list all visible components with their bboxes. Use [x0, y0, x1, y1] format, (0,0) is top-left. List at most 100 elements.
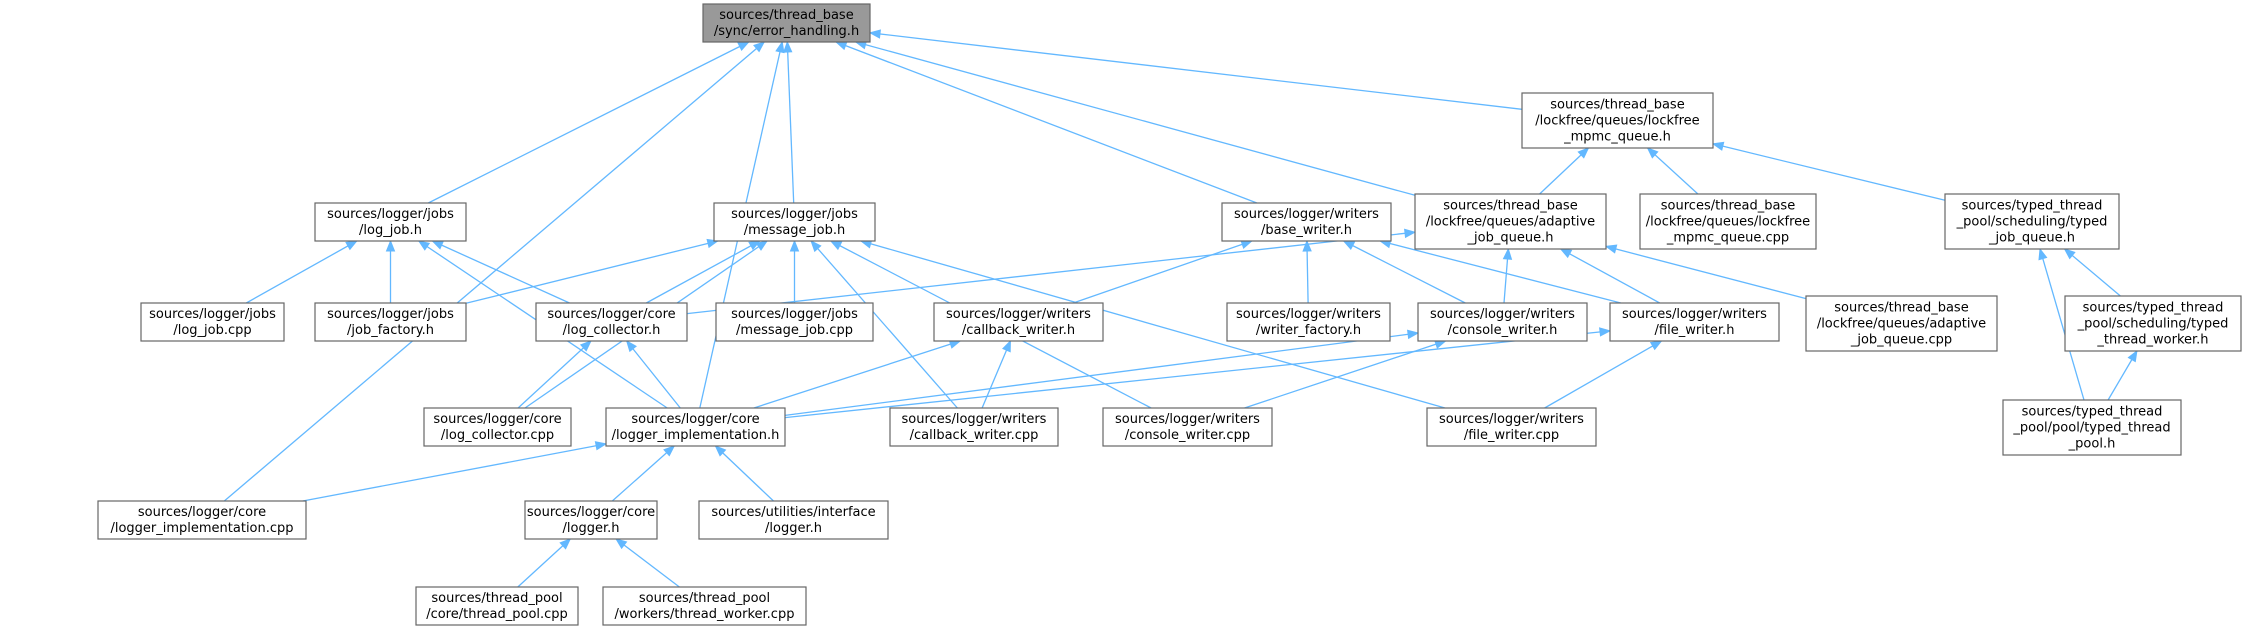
- nodes: sources/thread_base/sync/error_handling.…: [97, 3, 2242, 626]
- edge-file_writer_cpp-to-file_writer_h: [1544, 340, 1663, 409]
- edge-console_writer_h-to-base_writer_h: [1342, 240, 1466, 304]
- edge-logger_h-to-logger_impl_h: [611, 445, 676, 502]
- edge-line: [715, 445, 774, 502]
- edge-callback_writer_cpp-to-message_job_h: [810, 239, 958, 409]
- node-box: [1226, 302, 1391, 342]
- arrowhead: [789, 239, 800, 252]
- node-interface-logger-h[interactable]: sources/utilities/interface/logger.h: [698, 500, 889, 540]
- node-label-line: /job_factory.h: [347, 323, 434, 338]
- edge-logger_impl_cpp-to-error_handling: [223, 41, 766, 502]
- edge-log_collector_h-to-log_job_h: [431, 240, 570, 304]
- node-writer-factory-h[interactable]: sources/logger/writers/writer_factory.h: [1226, 302, 1391, 342]
- node-label-line: sources/thread_base: [1834, 301, 1968, 316]
- node-log-job-h[interactable]: sources/logger/jobs/log_job.h: [314, 202, 467, 242]
- edge-message_job_h-to-error_handling: [782, 40, 795, 204]
- edge-console_writer_cpp-to-console_writer_h: [1244, 339, 1447, 409]
- node-label-line: /message_job.cpp: [736, 323, 853, 338]
- edge-writer_factory_h-to-base_writer_h: [1302, 239, 1312, 304]
- node-log-collector-h[interactable]: sources/logger/core/log_collector.h: [535, 302, 688, 342]
- node-thread-worker-cpp[interactable]: sources/thread_pool/workers/thread_worke…: [602, 586, 807, 626]
- node-mpmc-h[interactable]: sources/thread_base/lockfree/queues/lock…: [1521, 92, 1714, 149]
- node-console-writer-cpp[interactable]: sources/logger/writers/console_writer.cp…: [1102, 407, 1273, 447]
- node-label-line: sources/thread_base: [719, 8, 853, 23]
- edge-adaptive_cpp-to-adaptive_h: [1604, 244, 1807, 300]
- edge-line: [517, 340, 592, 409]
- node-box: [1102, 407, 1273, 447]
- node-job-factory-h[interactable]: sources/logger/jobs/job_factory.h: [314, 302, 467, 342]
- arrowhead: [775, 40, 785, 54]
- node-typed-pool-h[interactable]: sources/typed_thread_pool/pool/typed_thr…: [2002, 399, 2182, 456]
- edge-line: [1380, 240, 1621, 304]
- arrowhead: [594, 441, 608, 451]
- edge-thread_pool_cpp-to-logger_h: [517, 538, 572, 588]
- node-label-line: sources/logger/writers: [1236, 307, 1381, 322]
- edge-typed_pool_h-to-typed_job_queue_h: [2038, 247, 2085, 401]
- arrowhead: [1407, 329, 1420, 340]
- node-label-line: sources/logger/core: [433, 412, 561, 427]
- node-label-line: /file_writer.cpp: [1464, 428, 1559, 443]
- node-label-line: /lockfree/queues/lockfree: [1646, 215, 1810, 230]
- node-label-line: _pool.h: [2068, 437, 2116, 452]
- node-label-line: _job_queue.cpp: [1850, 333, 1952, 348]
- node-console-writer-h[interactable]: sources/logger/writers/console_writer.h: [1417, 302, 1588, 342]
- node-thread-pool-cpp[interactable]: sources/thread_pool/core/thread_pool.cpp: [415, 586, 579, 626]
- node-label-line: /sync/error_handling.h: [714, 24, 859, 39]
- node-logger-h[interactable]: sources/logger/core/logger.h: [524, 500, 658, 540]
- node-log-job-cpp[interactable]: sources/logger/jobs/log_job.cpp: [140, 302, 285, 342]
- node-label-line: /logger_implementation.h: [612, 428, 780, 443]
- edge-callback_writer_h-to-base_writer_h: [1072, 239, 1254, 304]
- node-logger-impl-cpp[interactable]: sources/logger/core/logger_implementatio…: [97, 500, 307, 540]
- node-label-line: _thread_worker.h: [2096, 333, 2208, 348]
- node-label-line: /log_job.h: [359, 223, 422, 238]
- node-box: [1221, 202, 1392, 242]
- node-callback-writer-h[interactable]: sources/logger/writers/callback_writer.h: [933, 302, 1104, 342]
- edge-logger_impl_h-to-console_writer_h: [784, 329, 1420, 417]
- node-label-line: /callback_writer.cpp: [910, 428, 1039, 443]
- arrowhead: [1240, 239, 1254, 249]
- edge-line: [1539, 147, 1589, 195]
- node-typed-worker-h[interactable]: sources/typed_thread_pool/scheduling/typ…: [2064, 295, 2242, 352]
- node-label-line: sources/logger/core: [138, 505, 266, 520]
- node-adaptive-h[interactable]: sources/thread_base/lockfree/queues/adap…: [1414, 193, 1607, 250]
- node-box: [415, 586, 579, 626]
- node-label-line: sources/logger/jobs: [327, 307, 454, 322]
- node-box: [715, 302, 874, 342]
- node-label-line: sources/logger/writers: [1430, 307, 1575, 322]
- node-label-line: _mpmc_queue.h: [1563, 130, 1671, 145]
- node-box: [1639, 193, 1817, 250]
- node-mpmc-cpp[interactable]: sources/thread_base/lockfree/queues/lock…: [1639, 193, 1817, 250]
- arrowhead: [1502, 247, 1513, 260]
- edge-line: [245, 240, 358, 304]
- edge-line: [1343, 240, 1466, 304]
- arrowhead: [615, 538, 628, 550]
- edge-line: [615, 538, 680, 588]
- edge-logger_impl_h-to-callback_writer_h: [753, 339, 962, 409]
- edge-line: [784, 330, 1611, 419]
- node-box: [605, 407, 786, 447]
- node-error-handling[interactable]: sources/thread_base/sync/error_handling.…: [702, 3, 871, 43]
- node-file-writer-h[interactable]: sources/logger/writers/file_writer.h: [1609, 302, 1780, 342]
- node-file-writer-cpp[interactable]: sources/logger/writers/file_writer.cpp: [1426, 407, 1597, 447]
- edge-mpmc_h-to-error_handling: [868, 29, 1523, 110]
- node-typed-job-queue-h[interactable]: sources/typed_thread_pool/scheduling/typ…: [1944, 193, 2120, 250]
- node-log-collector-cpp[interactable]: sources/logger/core/log_collector.cpp: [423, 407, 572, 447]
- node-adaptive-cpp[interactable]: sources/thread_base/lockfree/queues/adap…: [1805, 295, 1998, 352]
- node-label-line: /logger.h: [563, 521, 620, 536]
- arrowhead: [431, 240, 444, 250]
- node-box: [1944, 193, 2120, 250]
- node-base-writer-h[interactable]: sources/logger/writers/base_writer.h: [1221, 202, 1392, 242]
- edge-log_collector_cpp-to-log_collector_h: [517, 340, 592, 409]
- node-box: [423, 407, 572, 447]
- node-message-job-cpp[interactable]: sources/logger/jobs/message_job.cpp: [715, 302, 874, 342]
- edge-line: [981, 340, 1011, 409]
- edge-line: [686, 231, 1416, 315]
- node-label-line: sources/logger/core: [631, 412, 759, 427]
- node-logger-impl-h[interactable]: sources/logger/core/logger_implementatio…: [605, 407, 786, 447]
- arrowhead: [829, 240, 843, 251]
- arrowhead: [385, 239, 396, 252]
- node-message-job-h[interactable]: sources/logger/jobs/message_job.h: [713, 202, 876, 242]
- arrowhead: [2063, 248, 2076, 260]
- node-callback-writer-cpp[interactable]: sources/logger/writers/callback_writer.c…: [889, 407, 1059, 447]
- arrowhead: [810, 239, 822, 253]
- arrowhead: [2127, 349, 2138, 363]
